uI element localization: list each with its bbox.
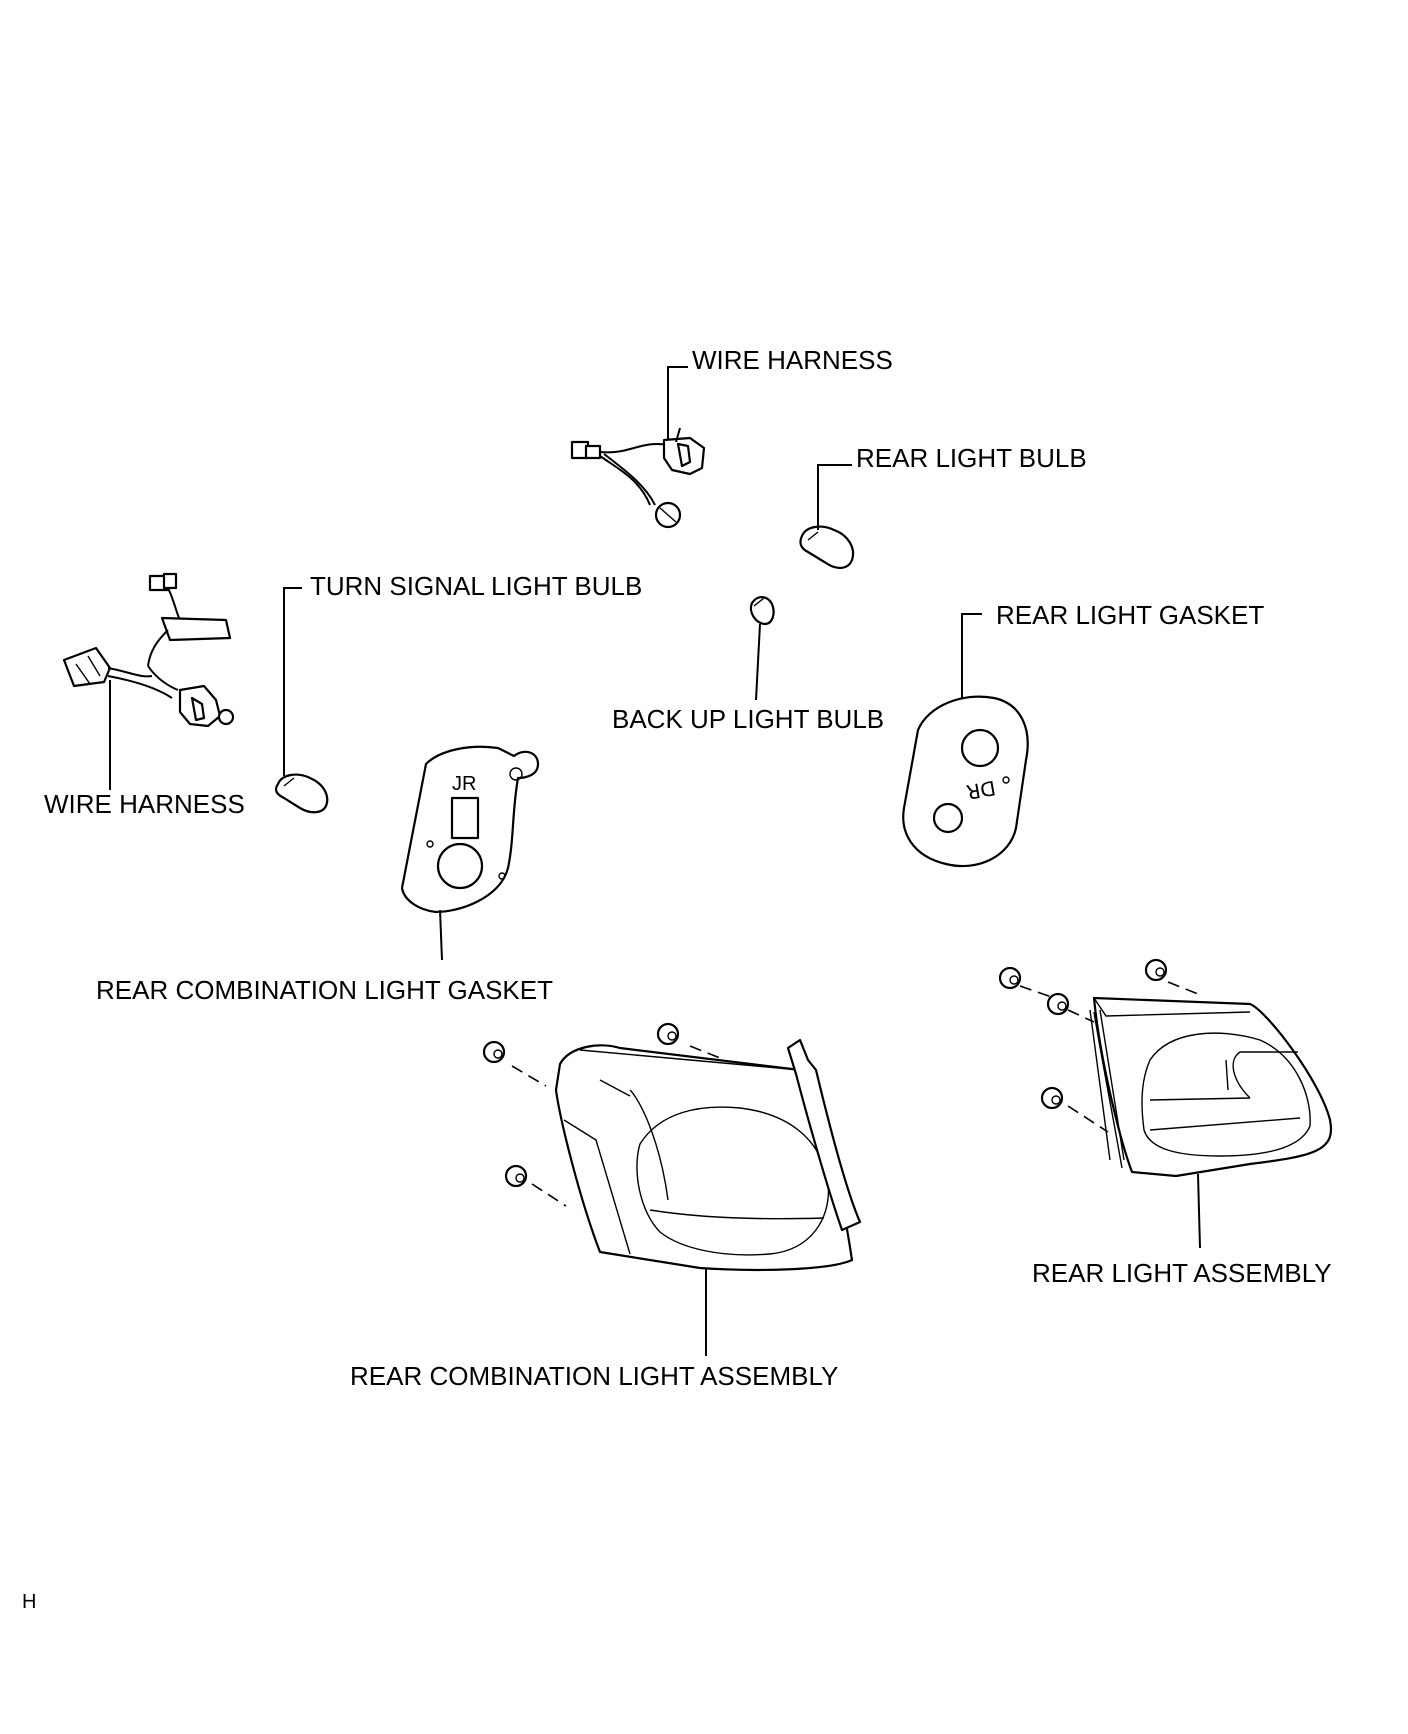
label-rear-light-bulb: REAR LIGHT BULB — [856, 443, 1087, 473]
leader-rear-combination-light-gasket — [439, 909, 443, 961]
rear-light-assembly-part — [1019, 981, 1333, 1178]
figure-code: H — [22, 1591, 36, 1613]
leader-rear-light-bulb — [817, 464, 852, 530]
rear-combination-light-assembly-part — [511, 1038, 862, 1272]
wire-harness-top-part — [570, 427, 706, 529]
leader-turn-signal-light-bulb — [283, 587, 302, 776]
svg-text:JR: JR — [452, 773, 476, 795]
label-wire-harness-top: WIRE HARNESS — [692, 345, 893, 375]
back-up-light-bulb-part — [749, 596, 775, 626]
rear-light-bulb-part — [799, 525, 855, 569]
label-rear-light-gasket: REAR LIGHT GASKET — [996, 600, 1264, 630]
leader-rear-light-assembly — [1197, 1173, 1201, 1249]
label-rear-light-assembly: REAR LIGHT ASSEMBLY — [1032, 1258, 1332, 1288]
wire-harness-left-part — [62, 572, 235, 728]
turn-signal-light-bulb-part — [274, 773, 329, 814]
rear-light-assembly-nuts — [998, 958, 1168, 1110]
svg-text:ꓤꓷ: ꓤꓷ — [965, 778, 998, 805]
rear-combination-light-assembly-nuts — [482, 1022, 680, 1188]
leader-back-up-light-bulb — [755, 623, 761, 701]
label-rear-combination-light-assembly: REAR COMBINATION LIGHT ASSEMBLY — [350, 1361, 838, 1391]
label-rear-combination-light-gasket: REAR COMBINATION LIGHT GASKET — [96, 975, 553, 1005]
label-turn-signal-light-bulb: TURN SIGNAL LIGHT BULB — [310, 571, 642, 601]
label-back-up-light-bulb: BACK UP LIGHT BULB — [612, 704, 884, 734]
rear-light-gasket-part: ꓤꓷ — [902, 695, 1029, 868]
leader-rear-light-gasket — [961, 613, 982, 698]
label-wire-harness-left: WIRE HARNESS — [44, 789, 245, 819]
rear-combination-light-gasket-part: JR — [400, 745, 540, 914]
leader-wire-harness-top — [667, 366, 688, 440]
